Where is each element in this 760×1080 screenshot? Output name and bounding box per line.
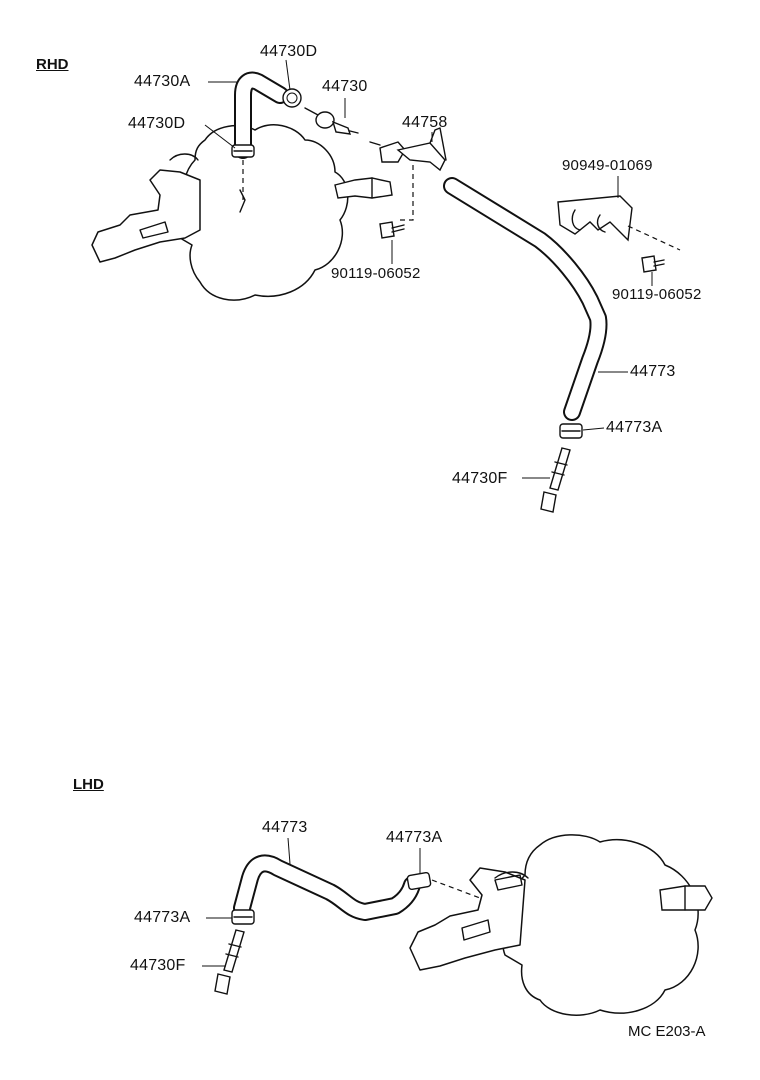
lhd-clamp-44773A-top <box>406 871 481 899</box>
lhd-clamp-44773A-left <box>231 909 255 925</box>
rhd-label-44730: 44730 <box>322 78 368 95</box>
rhd-label-44730F: 44730F <box>452 470 508 487</box>
rhd-union-44730F <box>540 447 571 513</box>
lhd-label-44773A-left: 44773A <box>134 909 191 926</box>
rhd-label-90119-mid: 90119-06052 <box>331 265 421 282</box>
rhd-label-44730D-top: 44730D <box>260 43 318 60</box>
rhd-valve-44758 <box>369 127 447 221</box>
rhd-label-44730D-left: 44730D <box>128 115 186 132</box>
rhd-hose-44730A <box>231 71 289 159</box>
lhd-union-44730F <box>214 929 245 995</box>
rhd-label-90949-01069: 90949-01069 <box>562 157 653 174</box>
section-rhd-heading: RHD <box>36 56 69 73</box>
rhd-label-44730A: 44730A <box>134 73 191 90</box>
section-lhd-heading: LHD <box>73 776 104 793</box>
rhd-label-44758: 44758 <box>402 114 448 131</box>
rhd-bracket-90949 <box>557 195 681 251</box>
rhd-hose-44773 <box>443 177 608 421</box>
rhd-bolt-90119-mid <box>379 221 405 239</box>
rhd-label-44773A: 44773A <box>606 419 663 436</box>
lhd-brake-booster <box>409 834 713 1016</box>
lhd-label-44773: 44773 <box>262 819 308 836</box>
lhd-hose-44773 <box>233 854 421 921</box>
rhd-brake-booster <box>91 124 393 301</box>
lhd-leader-lines <box>202 837 421 967</box>
lhd-label-44773A-top: 44773A <box>386 829 443 846</box>
rhd-clamp-44773A <box>559 423 583 439</box>
rhd-leader-lines <box>204 59 653 479</box>
rhd-bolt-90119-right <box>641 255 665 273</box>
diagram-code: MC E203-A <box>628 1023 706 1040</box>
lhd-label-44730F: 44730F <box>130 957 186 974</box>
rhd-clamp-44730D-top <box>282 88 302 108</box>
rhd-check-valve-44730 <box>304 107 359 135</box>
rhd-label-90119-right: 90119-06052 <box>612 286 702 303</box>
rhd-label-44773: 44773 <box>630 363 676 380</box>
